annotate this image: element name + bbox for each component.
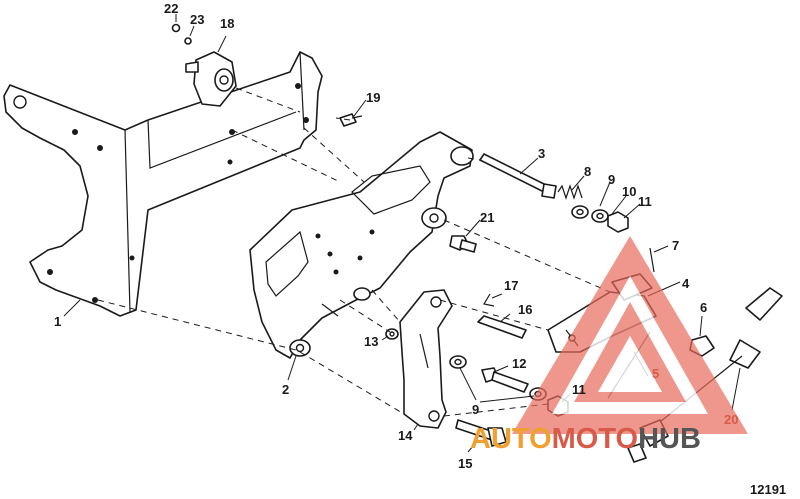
callout-11-upper: 11 — [638, 194, 652, 209]
lever-arm-part-14 — [399, 289, 453, 429]
bolt-part-12 — [481, 367, 529, 393]
callout-8: 8 — [584, 164, 591, 179]
watermark-text: AUTOMOTOHUB — [470, 423, 701, 455]
callout-12: 12 — [512, 356, 526, 371]
callout-2: 2 — [282, 382, 289, 397]
pin-part-16 — [477, 315, 527, 339]
callout-23: 23 — [190, 12, 204, 27]
bolt-part-15 — [455, 419, 507, 447]
nut-part-22 — [171, 23, 181, 33]
callout-22: 22 — [164, 1, 178, 16]
callout-16: 16 — [518, 302, 532, 317]
callout-19: 19 — [366, 90, 380, 105]
callout-11-lower: 11 — [572, 382, 586, 397]
callout-21: 21 — [480, 210, 494, 225]
bolt-part-21 — [449, 235, 477, 253]
callout-5: 5 — [652, 366, 659, 381]
callout-13: 13 — [364, 334, 378, 349]
alignment-lines — [97, 87, 611, 417]
screw-part-19 — [339, 113, 363, 127]
watermark-text-moto: MOTO — [552, 423, 638, 455]
callout-7: 7 — [672, 238, 679, 253]
callout-3: 3 — [538, 146, 545, 161]
callout-17: 17 — [504, 278, 518, 293]
callout-18: 18 — [220, 16, 234, 31]
shift-plate-part — [249, 131, 474, 359]
callout-4: 4 — [682, 276, 690, 291]
washer-part-9 — [571, 205, 609, 223]
nut-part-11-upper — [607, 211, 629, 233]
watermark-text-hub: HUB — [638, 423, 701, 455]
callout-1: 1 — [54, 314, 61, 329]
long-bolt-part-3 — [479, 153, 557, 199]
watermark-text-auto: AUTO — [470, 423, 552, 455]
spring-part-8 — [557, 184, 583, 200]
pin-part-7 — [649, 247, 655, 273]
callout-labels: 1 2 3 4 5 6 7 8 9 10 11 12 13 14 15 16 1… — [54, 1, 738, 471]
washer-part-23 — [184, 37, 192, 45]
callout-14: 14 — [398, 428, 413, 443]
mounting-bracket-part — [3, 51, 323, 317]
callout-15: 15 — [458, 456, 472, 471]
sensor-switch-part — [185, 51, 237, 107]
callout-9-lower: 9 — [472, 402, 479, 417]
callout-10: 10 — [622, 184, 636, 199]
callout-20: 20 — [724, 412, 738, 427]
watermark-logo — [512, 236, 748, 434]
callout-6: 6 — [700, 300, 707, 315]
figure-number: 12191 — [750, 482, 786, 497]
clip-part-17 — [483, 293, 495, 307]
callout-9-upper: 9 — [608, 172, 615, 187]
